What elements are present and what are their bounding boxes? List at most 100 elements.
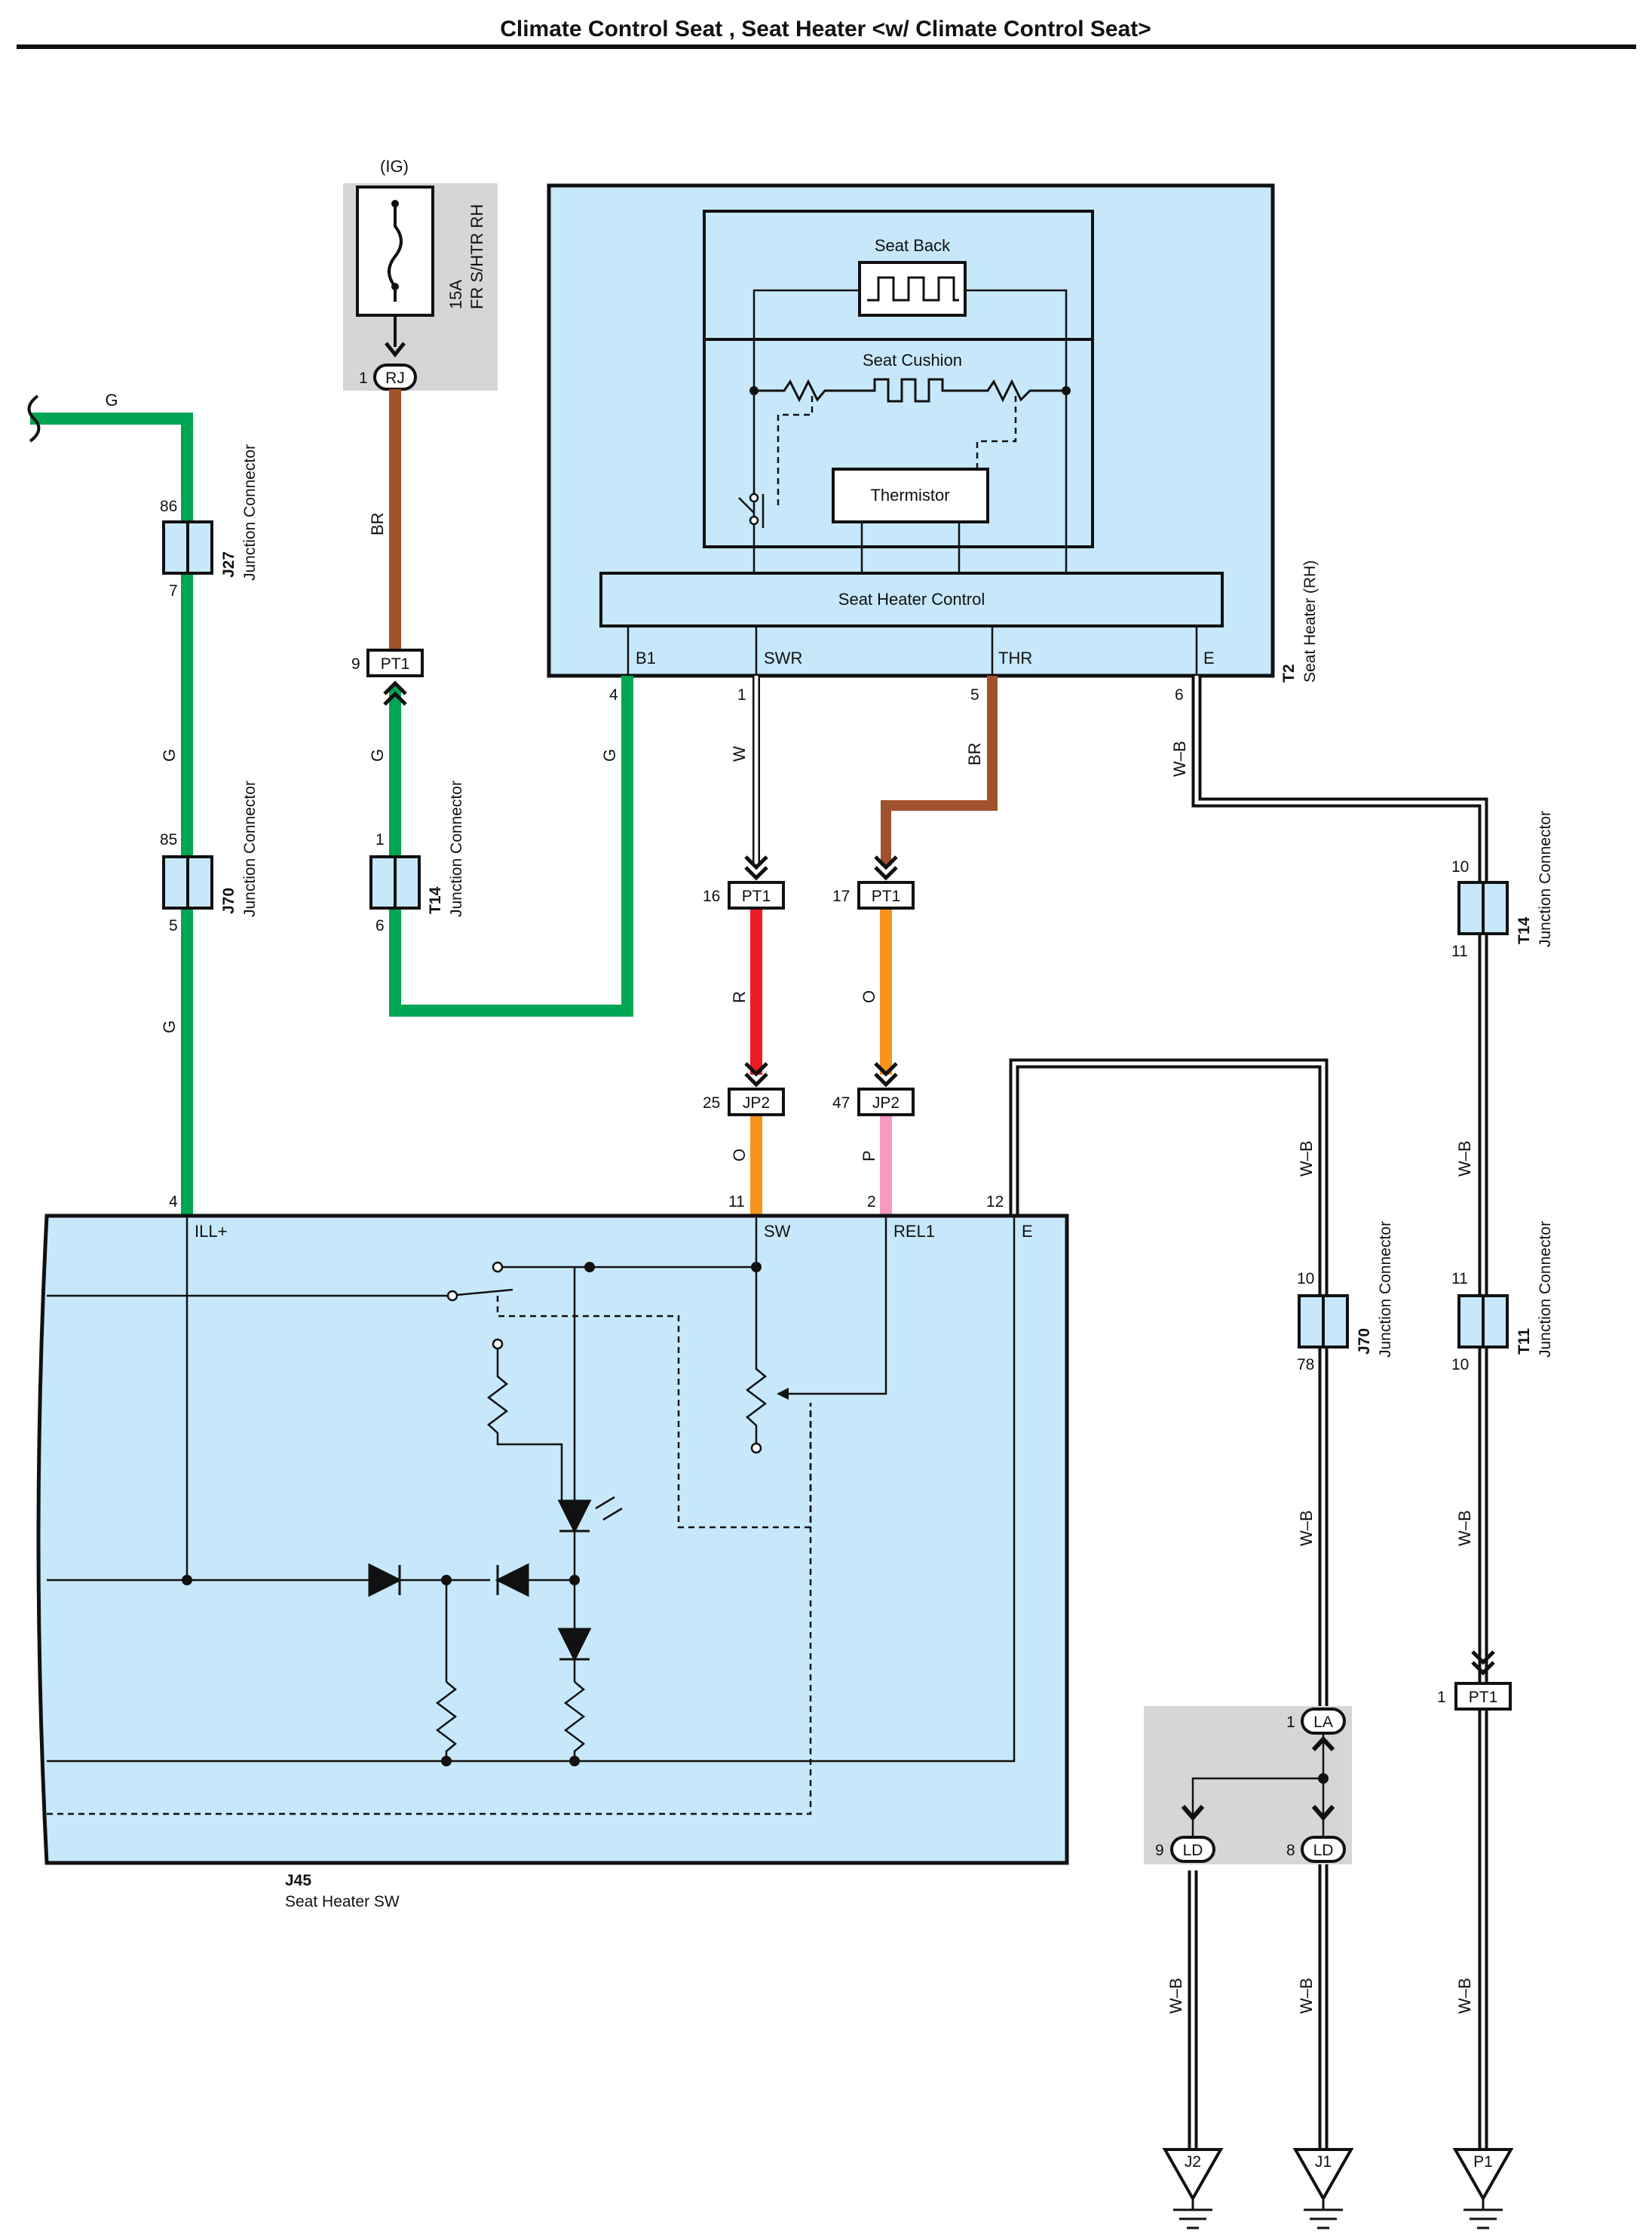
- svg-text:PT1: PT1: [742, 888, 771, 905]
- svg-text:LD: LD: [1183, 1842, 1203, 1859]
- svg-text:1: 1: [375, 831, 385, 848]
- seat-back-label: Seat Back: [875, 236, 951, 255]
- svg-text:10: 10: [1451, 1356, 1469, 1373]
- svg-text:Junction Connector: Junction Connector: [1537, 1221, 1554, 1358]
- svg-text:LA: LA: [1313, 1714, 1333, 1731]
- wire-color-wb-ld9: W–B: [1166, 1978, 1185, 2014]
- svg-text:8: 8: [1286, 1842, 1295, 1859]
- connector-ld-9: LD 9: [1155, 1836, 1215, 1863]
- heater-element-box: [703, 210, 1094, 548]
- connector-jp2-47: JP2 47: [832, 1062, 915, 1116]
- svg-text:Junction Connector: Junction Connector: [241, 781, 259, 917]
- connector-pt1-1: PT1 1: [1437, 1650, 1512, 1711]
- svg-text:47: 47: [832, 1094, 850, 1112]
- wire-g-b1: [389, 676, 633, 1017]
- ground-p1: P1: [1452, 2148, 1514, 2229]
- switch-pin-rel1: 2: [867, 1193, 876, 1211]
- wire-color-br-thr: BR: [965, 742, 984, 766]
- svg-text:J70: J70: [1356, 1328, 1373, 1355]
- svg-text:PT1: PT1: [381, 655, 410, 673]
- thermistor-box: [832, 468, 989, 523]
- svg-text:Junction Connector: Junction Connector: [448, 781, 465, 917]
- connector-pt1-9: PT1 9: [351, 649, 424, 706]
- wire-color-g-t14: G: [368, 749, 387, 762]
- switch-terminal-e: E: [1022, 1222, 1033, 1241]
- svg-text:T14: T14: [427, 886, 444, 914]
- connector-pt1-17: PT1 17: [832, 855, 915, 910]
- junction-j70-right: 10 78 J70 Junction Connector: [1297, 1221, 1394, 1373]
- thermistor-label: Thermistor: [870, 486, 949, 505]
- fuse-terminal-pin: 1: [359, 370, 368, 387]
- svg-text:11: 11: [1451, 943, 1468, 960]
- wire-color-br-fuse: BR: [368, 512, 387, 535]
- wire-color-p-jp2: P: [860, 1150, 878, 1161]
- wire-color-w-swr: W: [730, 746, 749, 762]
- svg-text:11: 11: [1451, 1270, 1468, 1287]
- wire-color-g-j27: G: [160, 749, 179, 762]
- wire-color-o-jp2: O: [730, 1149, 749, 1161]
- svg-text:85: 85: [160, 831, 177, 848]
- fuse-terminal-label: RJ: [385, 370, 405, 387]
- fuse-name: FR S/HTR RH: [467, 204, 486, 309]
- wire-color-g-j70: G: [160, 1020, 179, 1033]
- seat-heater-id: T2: [1280, 664, 1298, 683]
- wire-wb-sw-e: [1012, 1061, 1326, 2176]
- pin-swr: 1: [737, 686, 746, 704]
- wire-color-wb-j70: W–B: [1297, 1510, 1316, 1546]
- junction-t14-left: 1 6 T14 Junction Connector: [369, 781, 465, 934]
- svg-text:6: 6: [375, 917, 385, 934]
- switch-terminal-ill: ILL+: [195, 1222, 227, 1241]
- svg-text:J1: J1: [1315, 2153, 1332, 2171]
- svg-text:J70: J70: [220, 888, 238, 914]
- svg-text:17: 17: [832, 888, 850, 905]
- svg-text:LD: LD: [1313, 1842, 1334, 1859]
- switch-terminal-rel1: REL1: [893, 1222, 935, 1241]
- seat-heater-control-label: Seat Heater Control: [838, 590, 985, 609]
- svg-text:Junction Connector: Junction Connector: [1377, 1221, 1394, 1358]
- terminal-b1: B1: [636, 649, 656, 667]
- pin-b1: 4: [609, 686, 618, 704]
- seat-heater-name: Seat Heater (RH): [1301, 560, 1319, 683]
- wire-color-o-pt1: O: [860, 990, 878, 1003]
- wire-color-r-pt1: R: [730, 991, 749, 1003]
- terminal-thr: THR: [998, 649, 1032, 667]
- ground-j1: J1: [1292, 2148, 1354, 2229]
- svg-text:1: 1: [1286, 1714, 1295, 1731]
- fuse-supply: (IG): [380, 157, 409, 176]
- terminal-e: E: [1203, 649, 1215, 667]
- wire-color-wb-t14: W–B: [1455, 1140, 1474, 1177]
- svg-text:1: 1: [1437, 1689, 1446, 1706]
- svg-text:Junction Connector: Junction Connector: [241, 444, 259, 581]
- svg-text:PT1: PT1: [872, 888, 901, 905]
- svg-text:16: 16: [703, 888, 720, 905]
- junction-t14-right: 10 11 T14 Junction Connector: [1451, 811, 1554, 960]
- wire-color-wb-e: W–B: [1170, 741, 1189, 777]
- switch-box: [36, 1214, 1069, 1865]
- connector-ld-8: LD 8: [1286, 1836, 1346, 1863]
- fuse-icon: [388, 204, 403, 302]
- wire-color-wb-sw-e: W–B: [1297, 1140, 1316, 1177]
- svg-text:9: 9: [1155, 1842, 1164, 1859]
- svg-text:10: 10: [1297, 1270, 1314, 1287]
- svg-text:5: 5: [169, 917, 178, 934]
- svg-text:10: 10: [1451, 858, 1469, 876]
- svg-text:J2: J2: [1185, 2153, 1201, 2171]
- svg-text:J27: J27: [220, 551, 238, 578]
- svg-text:P1: P1: [1473, 2153, 1493, 2171]
- connector-jp2-25: JP2 25: [703, 1062, 785, 1116]
- switch-internal-circuit: [47, 1216, 1016, 1815]
- junction-j27: 86 7 J27 Junction Connector: [160, 444, 259, 600]
- wire-br-thr: [881, 676, 998, 866]
- svg-text:JP2: JP2: [872, 1094, 900, 1112]
- svg-text:T14: T14: [1516, 916, 1533, 944]
- seat-cushion-heater-icon: [754, 378, 1066, 403]
- wire-color-g-b1: G: [600, 749, 619, 762]
- page-title: Climate Control Seat , Seat Heater <w/ C…: [500, 17, 1151, 41]
- seat-heater-control-box: [599, 572, 1224, 628]
- wire-g-ill: [30, 413, 193, 1214]
- switch-name: Seat Heater SW: [285, 1893, 400, 1910]
- switch-pin-sw: 11: [728, 1193, 745, 1211]
- fuse-rating: 15A: [446, 280, 465, 309]
- junction-t11: 11 10 T11 Junction Connector: [1451, 1221, 1554, 1373]
